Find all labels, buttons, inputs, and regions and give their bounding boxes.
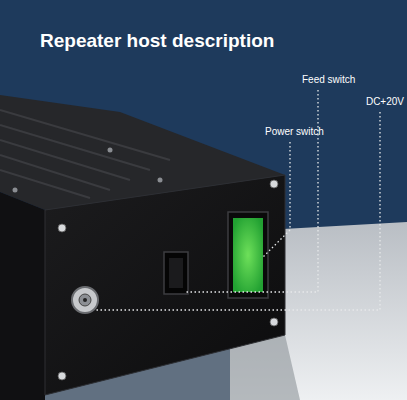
top-screw (158, 178, 163, 183)
feed-rocker-switch (164, 252, 188, 294)
leader-lines (96, 90, 380, 310)
top-screw (108, 148, 113, 153)
page-title: Repeater host description (40, 30, 274, 52)
power-rocker-switch (228, 212, 268, 298)
callout-label: DC+20V (366, 96, 404, 107)
cooling-fins (0, 110, 170, 198)
panel-screws (58, 180, 278, 380)
dc-jack (72, 287, 98, 313)
front-panel (45, 175, 285, 395)
side-face (0, 192, 45, 400)
top-screw (13, 188, 18, 193)
callout-label: Power switch (265, 126, 324, 137)
callout-label: Feed switch (302, 74, 355, 85)
